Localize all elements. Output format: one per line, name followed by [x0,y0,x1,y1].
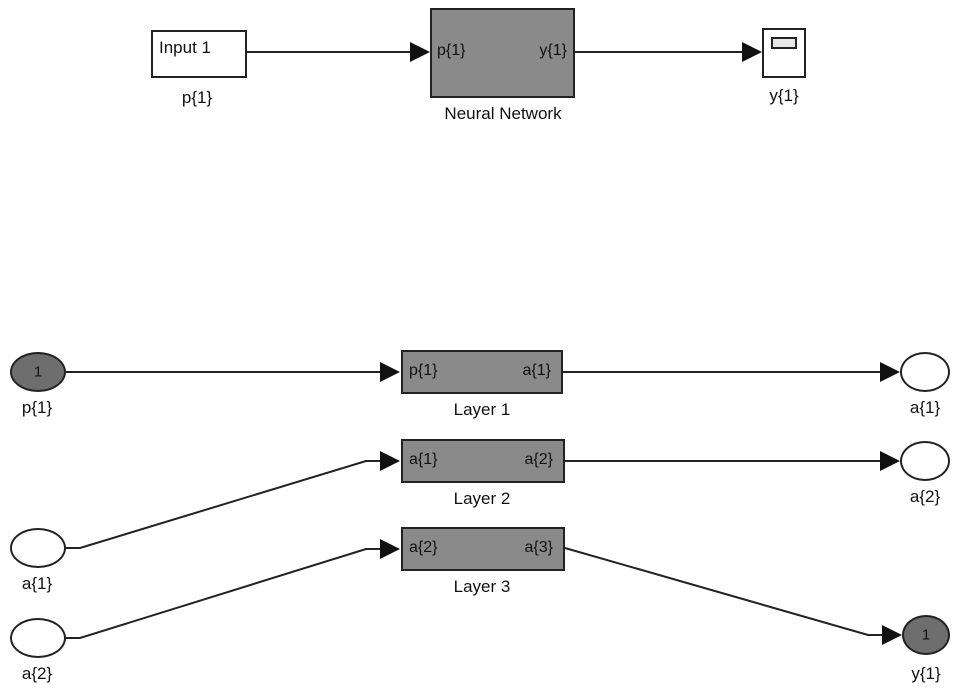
scope-screen-icon [771,37,797,49]
arrow-head [880,362,900,382]
delay-node-a2[interactable] [10,618,66,658]
layer-2-in-port: a{1} [409,451,438,468]
output-node-a2-caption: a{2} [909,487,941,506]
final-output-caption: y{1} [911,664,941,683]
scope-block[interactable] [762,28,806,78]
scope-caption: y{1} [769,86,799,105]
arrow-head [380,539,400,559]
input-block-label: Input 1 [159,38,211,57]
arrow-head [880,451,900,471]
layer-1-in-port: p{1} [409,362,438,379]
delay-node-a1[interactable] [10,528,66,568]
input-node-number: 1 [33,363,43,381]
network-out-port: y{1} [539,42,567,59]
arrow-head [380,451,400,471]
wire-a2-to-layer3 [64,548,385,639]
wire-layer3-to-y1 [564,547,886,636]
input-node-p1[interactable]: 1 [10,352,66,392]
input-block[interactable]: Input 1 [151,30,247,78]
neural-network-block[interactable]: p{1} y{1} [430,8,575,98]
layer-3-block[interactable]: a{2} a{3} [401,527,565,571]
layer-2-block[interactable]: a{1} a{2} [401,439,565,483]
delay-node-a1-caption: a{1} [21,574,53,593]
input-block-caption: p{1} [181,88,213,107]
layer-1-block[interactable]: p{1} a{1} [401,350,563,394]
output-node-a1-caption: a{1} [909,398,941,417]
layer-1-out-port: a{1} [522,362,551,379]
arrow-head [882,625,902,645]
wire-a1-to-layer2 [64,460,385,549]
arrow-head [410,42,430,62]
network-in-port: p{1} [437,42,466,59]
input-node-caption: p{1} [21,398,53,417]
layer-3-caption: Layer 3 [453,577,511,596]
final-output-node-y1[interactable]: 1 [902,615,950,655]
layer-3-out-port: a{3} [524,539,553,556]
neural-network-caption: Neural Network [444,104,562,123]
output-node-a2[interactable] [900,441,950,481]
arrow-head [380,362,400,382]
layer-1-caption: Layer 1 [453,400,511,419]
final-output-number: 1 [921,626,931,644]
layer-2-caption: Layer 2 [453,489,511,508]
delay-node-a2-caption: a{2} [21,664,53,683]
arrow-head [742,42,762,62]
output-node-a1[interactable] [900,352,950,392]
layer-3-in-port: a{2} [409,539,438,556]
layer-2-out-port: a{2} [524,451,553,468]
